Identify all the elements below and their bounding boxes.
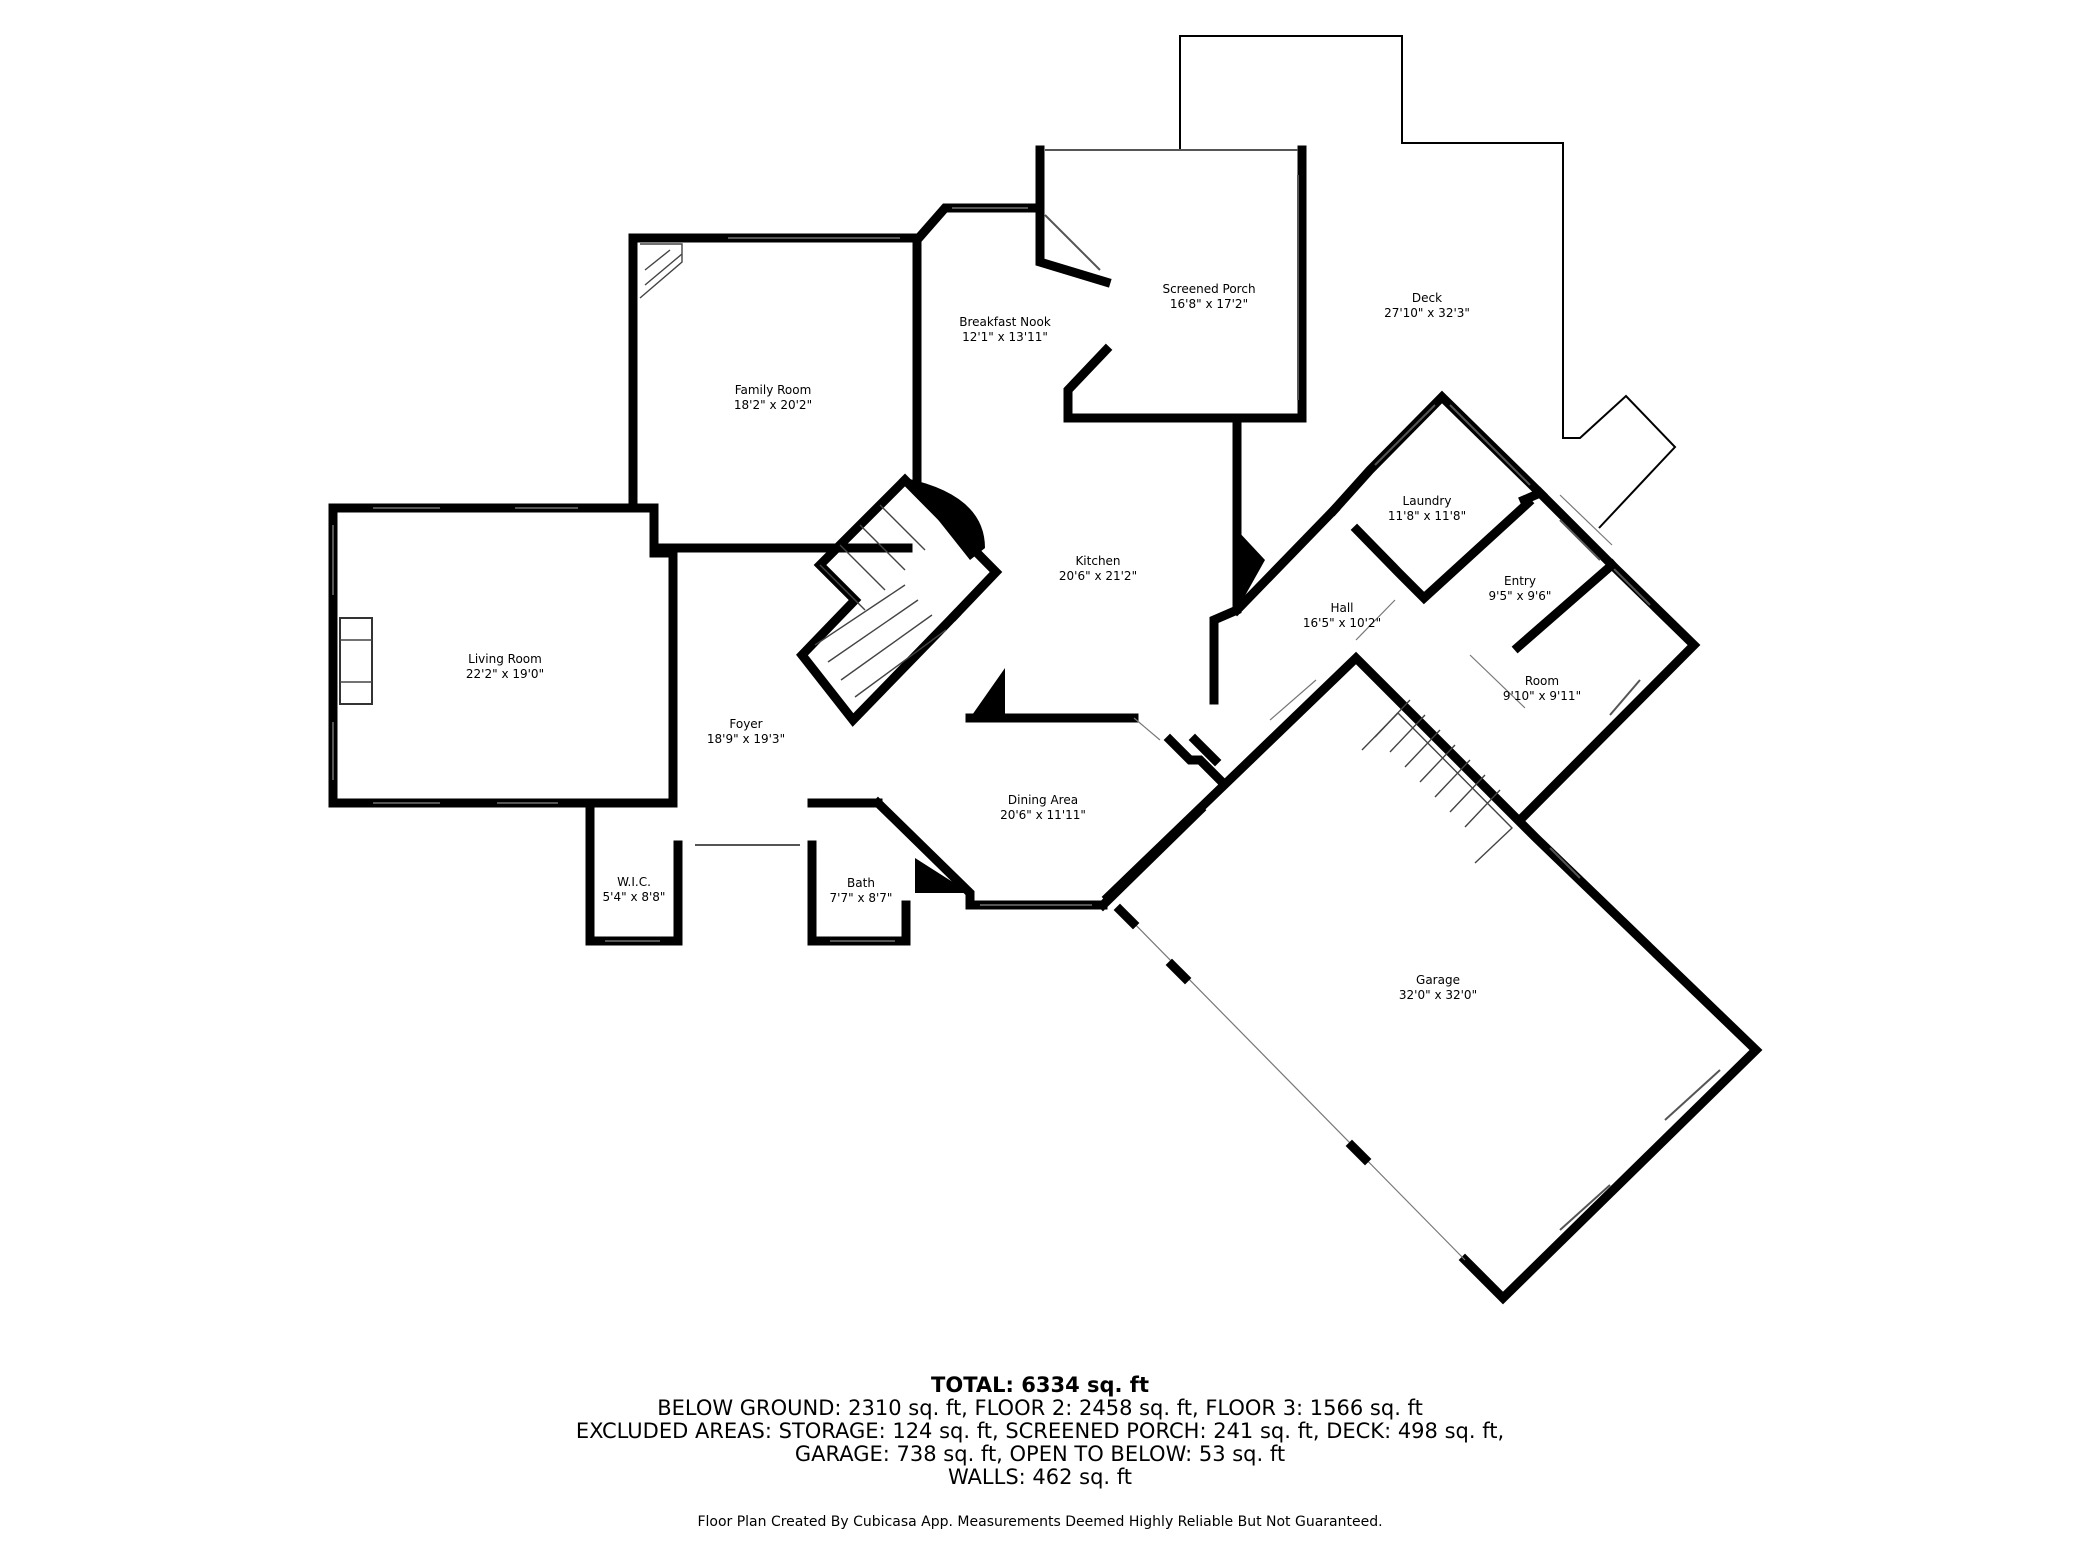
laundry-walls [1327, 390, 1548, 605]
garage-walls [1101, 599, 1763, 1305]
wic-dim: 5'4" x 8'8" [603, 890, 666, 904]
hall-dim: 16'5" x 10'2" [1303, 616, 1381, 630]
family-room-dim: 18'2" x 20'2" [734, 398, 812, 412]
room-walls [1511, 486, 1701, 822]
foyer-walls [585, 798, 911, 946]
deck-dim: 27'10" x 32'3" [1384, 306, 1470, 320]
hall-name: Hall [1330, 601, 1353, 615]
summary-line-3: GARAGE: 738 sq. ft, OPEN TO BELOW: 53 sq… [794, 1442, 1286, 1466]
breakfast-nook-name: Breakfast Nook [959, 315, 1051, 329]
garage-name: Garage [1416, 973, 1460, 987]
total-area: TOTAL: 6334 sq. ft [931, 1373, 1149, 1397]
dining-area-dim: 20'6" x 11'11" [1000, 808, 1086, 822]
screened-porch-name: Screened Porch [1162, 282, 1255, 296]
wic-name: W.I.C. [617, 875, 651, 889]
kitchen-dim: 20'6" x 21'2" [1059, 569, 1137, 583]
summary-line-2: EXCLUDED AREAS: STORAGE: 124 sq. ft, SCR… [575, 1419, 1505, 1443]
laundry-name: Laundry [1403, 494, 1452, 508]
breakfast-nook-walls [912, 203, 1101, 425]
living-room-dim: 22'2" x 19'0" [466, 667, 544, 681]
deck-name: Deck [1412, 291, 1442, 305]
foyer-name: Foyer [729, 717, 762, 731]
hall-walls [1163, 415, 1341, 787]
dining-area-name: Dining Area [1008, 793, 1078, 807]
kitchen-name: Kitchen [1075, 554, 1120, 568]
disclaimer: Floor Plan Created By Cubicasa App. Meas… [697, 1514, 1383, 1530]
family-room-stair [639, 243, 683, 299]
entry-name: Entry [1504, 574, 1536, 588]
laundry-dim: 11'8" x 11'8" [1388, 509, 1466, 523]
living-room-walls [328, 503, 678, 808]
garage-dim: 32'0" x 32'0" [1399, 988, 1477, 1002]
family-room-walls [628, 233, 922, 553]
area-summary: TOTAL: 6334 sq. ft BELOW GROUND: 2310 sq… [0, 1374, 2080, 1489]
deck-outline [1179, 35, 1677, 529]
family-room-name: Family Room [735, 383, 812, 397]
screened-porch-dim: 16'8" x 17'2" [1170, 297, 1248, 311]
main-stairs [796, 473, 1003, 727]
entry-dim: 9'5" x 9'6" [1489, 589, 1552, 603]
breakfast-nook-dim: 12'1" x 13'11" [962, 330, 1048, 344]
bath-name: Bath [847, 876, 875, 890]
foyer-dim: 18'9" x 19'3" [707, 732, 785, 746]
summary-line-1: BELOW GROUND: 2310 sq. ft, FLOOR 2: 2458… [657, 1396, 1423, 1420]
room-dim: 9'10" x 9'11" [1503, 689, 1581, 703]
bath-dim: 7'7" x 8'7" [830, 891, 893, 905]
living-room-name: Living Room [468, 652, 542, 666]
summary-line-4: WALLS: 462 sq. ft [947, 1465, 1133, 1489]
room-name: Room [1525, 674, 1559, 688]
screened-porch-walls [1035, 145, 1307, 423]
